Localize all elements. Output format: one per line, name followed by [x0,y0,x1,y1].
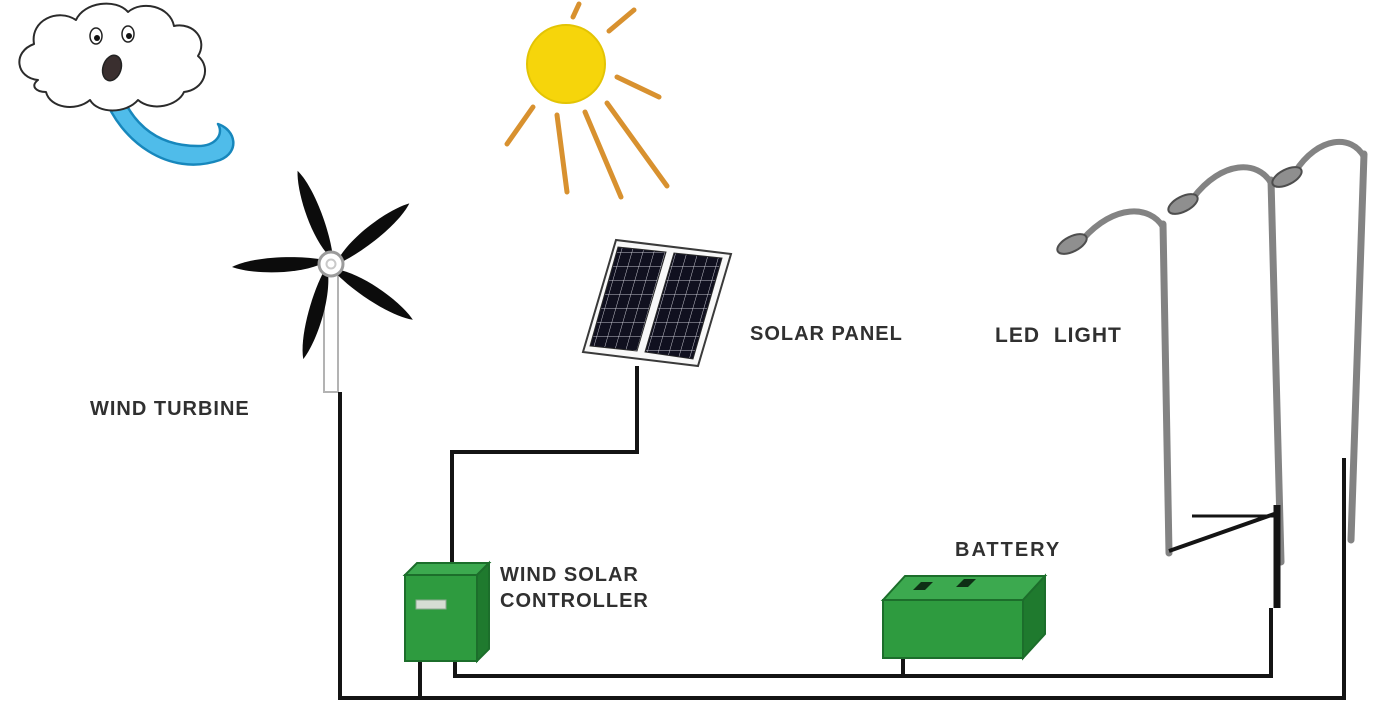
wire-pole-diagonal [1168,511,1278,553]
lamp-head-icon [1167,193,1199,215]
led-street-lights-icon [1056,138,1368,566]
lamp-head-icon [1271,166,1303,188]
street-light-pole-2 [1167,164,1285,566]
solar-panel-label: SOLAR PANEL [750,323,903,345]
controller-label-line2: CONTROLLER [500,590,649,612]
wire-controller-battery-leds [453,608,1273,678]
battery-terminal [956,579,976,587]
sun-rays [504,1,670,200]
battery-label: BATTERY [955,539,1062,561]
battery-icon [880,573,1048,661]
wires [338,366,1346,700]
cloud-face [89,25,135,82]
sun-icon [504,1,670,200]
controller-icon [402,560,492,664]
wire-solar-to-controller [450,366,639,575]
controller-display [415,599,447,610]
controller-label-line1: WIND SOLAR [500,564,639,586]
lamp-head-icon [1056,233,1088,255]
solar-panel-icon [581,238,733,368]
street-light-pole-1 [1056,208,1173,557]
wind-turbine-label: WIND TURBINE [90,398,250,420]
controller-label: WIND SOLAR CONTROLLER [500,562,649,614]
led-light-label: LED LIGHT [995,324,1122,347]
battery-terminal [913,582,933,590]
turbine-blades [232,170,413,360]
wire-turbine-ground [338,392,1346,700]
cloud-wind-icon [18,2,235,166]
street-light-pole-3 [1271,138,1368,544]
wind-turbine-icon [232,170,413,393]
